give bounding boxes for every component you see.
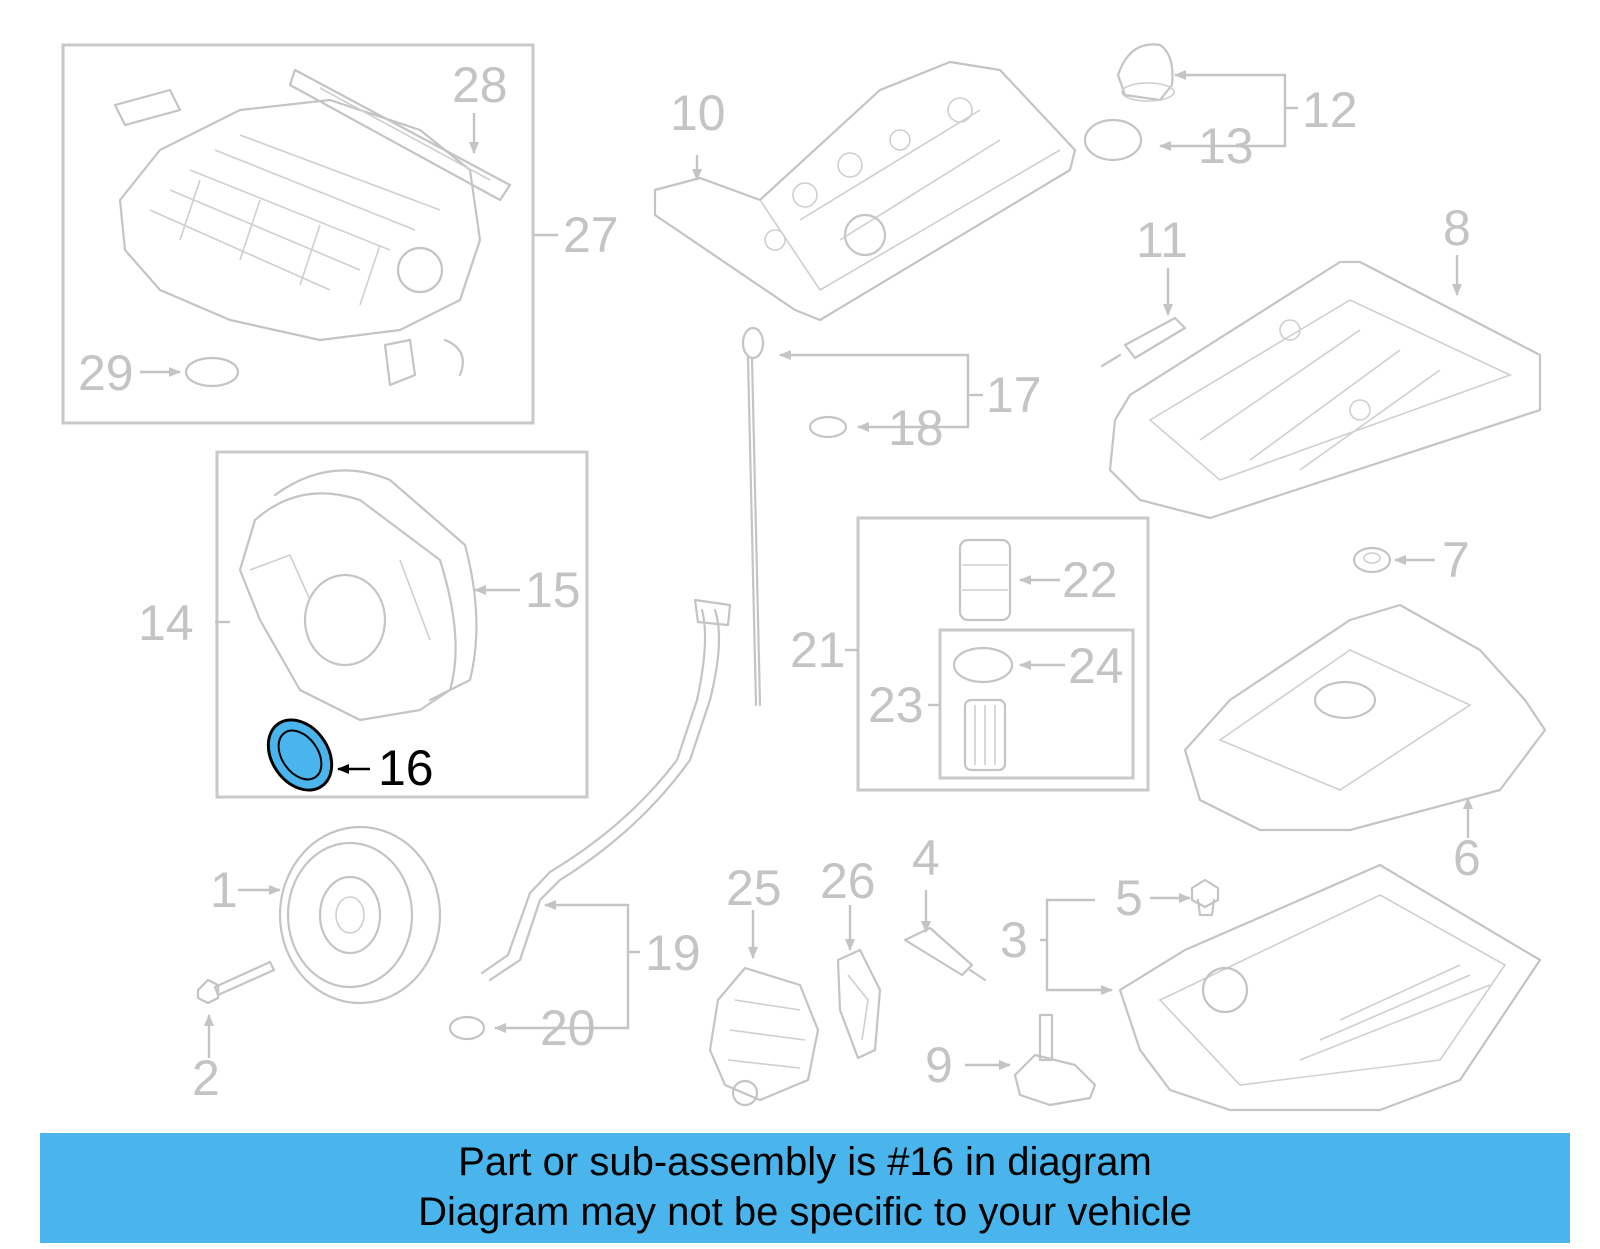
oil-level-sensor	[1013, 1013, 1097, 1107]
tube-o-ring	[448, 1015, 486, 1041]
callout-25: 25	[726, 860, 782, 916]
callout-17: 17	[986, 367, 1042, 423]
callout-5: 5	[1115, 870, 1143, 926]
oil-cap-seal	[1083, 118, 1143, 162]
callout-15: 15	[525, 562, 581, 618]
sealant-tube-4	[903, 926, 987, 982]
upper-oil-pan	[1108, 260, 1542, 520]
intake-manifold	[113, 88, 482, 387]
callout-23: 23	[868, 677, 924, 733]
oil-cooler-gasket	[836, 948, 882, 1060]
oil-filler-cap	[1116, 43, 1175, 102]
lower-oil-pan	[1118, 863, 1542, 1112]
callout-11: 11	[1136, 212, 1188, 268]
oil-cooler	[708, 966, 820, 1107]
callout-16: 16	[378, 740, 434, 796]
caption-banner: Part or sub-assembly is #16 in diagram D…	[40, 1133, 1570, 1243]
manifold-gasket	[288, 68, 512, 202]
callout-12: 12	[1302, 82, 1358, 138]
oil-pan-baffle	[1183, 603, 1547, 832]
callout-10: 10	[670, 85, 726, 141]
dipstick-o-ring	[808, 415, 848, 439]
oil-dipstick	[741, 326, 765, 707]
plug-7	[1352, 546, 1392, 574]
oil-filter-o-ring	[952, 646, 1014, 684]
callout-21: 21	[790, 622, 846, 678]
callout-9: 9	[925, 1037, 953, 1093]
callout-14: 14	[138, 595, 194, 651]
intake-o-ring	[184, 356, 240, 388]
caption-line-2: Diagram may not be specific to your vehi…	[418, 1190, 1192, 1234]
callout-26: 26	[820, 853, 876, 909]
crankshaft-seal-highlighted	[266, 718, 334, 792]
callout-2: 2	[192, 1050, 220, 1106]
callout-3: 3	[1000, 912, 1028, 968]
oil-filter-housing-cap	[958, 538, 1012, 622]
sealant-tube-11	[1100, 316, 1187, 368]
valve-cover	[653, 60, 1077, 322]
callout-1: 1	[210, 862, 238, 918]
callout-6: 6	[1453, 830, 1481, 886]
callout-27: 27	[563, 207, 619, 263]
callout-20: 20	[540, 1000, 596, 1056]
callout-8: 8	[1443, 200, 1471, 256]
callout-24: 24	[1068, 638, 1124, 694]
callout-29: 29	[78, 345, 134, 401]
pulley-bolt	[196, 960, 276, 1005]
timing-cover-group-box	[215, 450, 589, 799]
oil-drain-plug	[1190, 878, 1220, 917]
callout-4: 4	[912, 830, 940, 886]
caption-line-1: Part or sub-assembly is #16 in diagram	[458, 1140, 1152, 1184]
callout-28: 28	[452, 57, 508, 113]
oil-filter-element	[963, 698, 1007, 772]
callout-7: 7	[1442, 532, 1470, 588]
callout-18: 18	[888, 400, 944, 456]
callout-13: 13	[1198, 118, 1254, 174]
timing-cover	[238, 492, 457, 722]
dipstick-guide-tube	[480, 598, 732, 982]
callout-22: 22	[1062, 552, 1118, 608]
timing-cover-gasket	[273, 469, 478, 702]
oil-filter-group-box	[856, 516, 1150, 792]
callout-19: 19	[645, 925, 701, 981]
crankshaft-pulley	[278, 825, 442, 1005]
